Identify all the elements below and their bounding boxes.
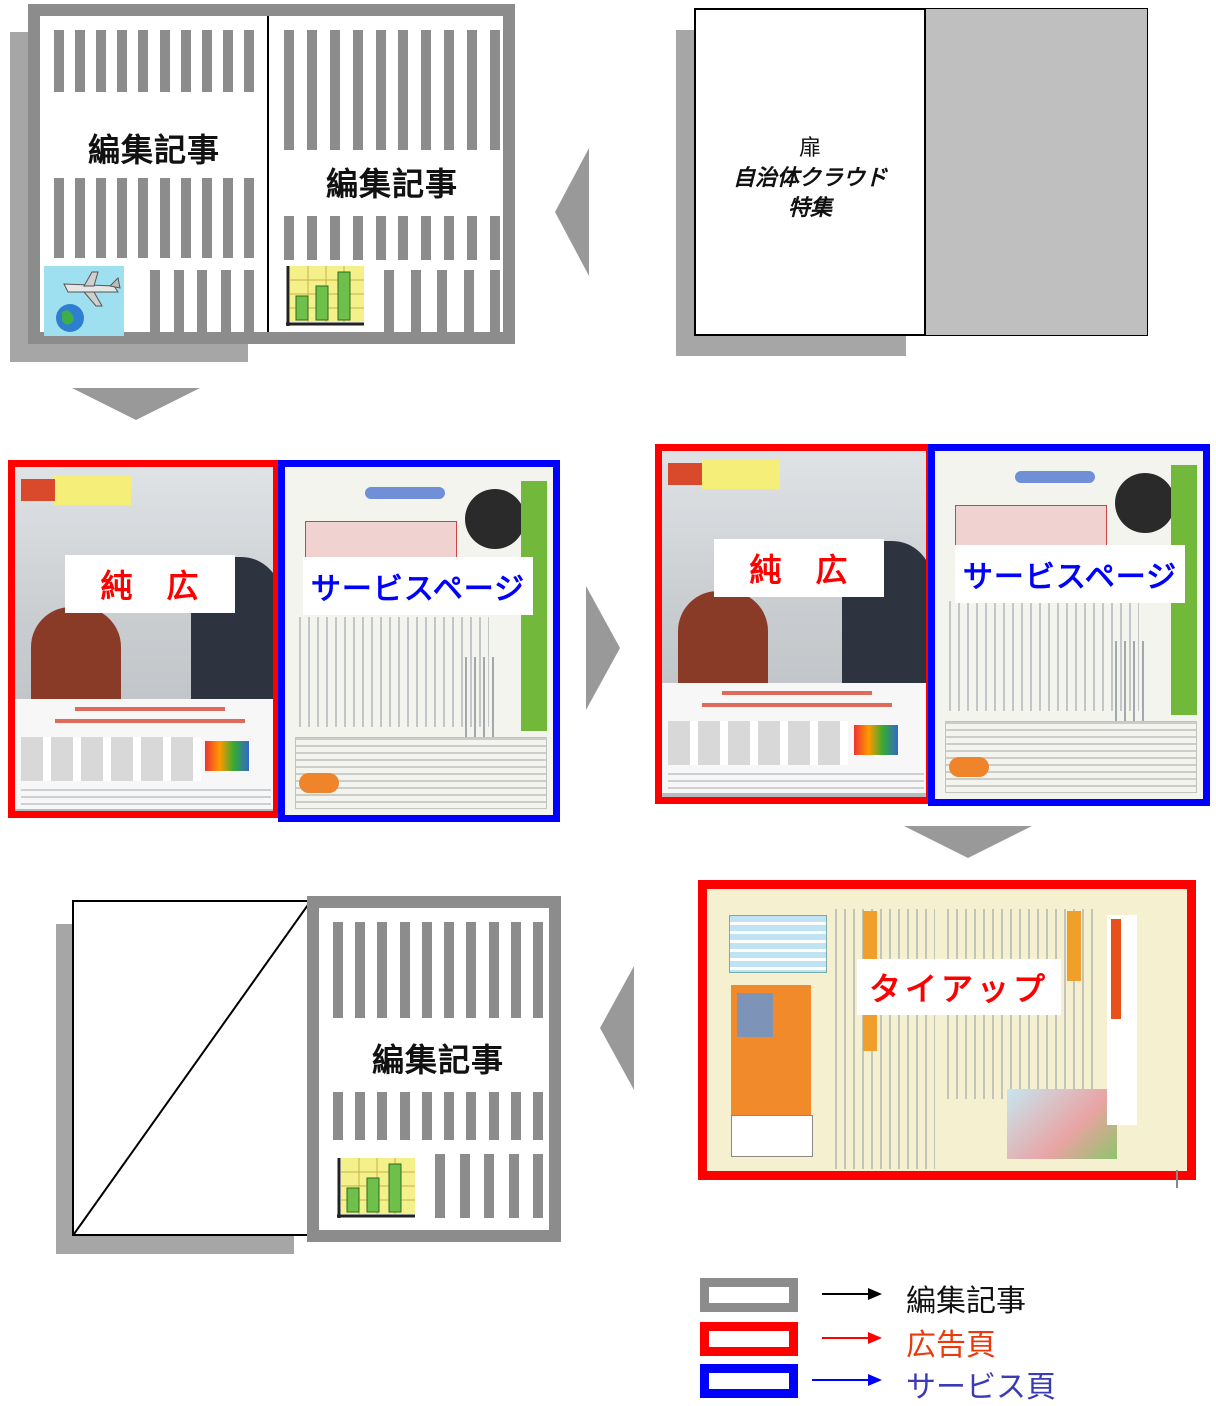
flow-arrow-left [600,966,634,1090]
flow-arrow-right [586,586,620,710]
service-orange-tag [949,757,989,777]
airplane-globe-icon [44,266,124,336]
blank-page [72,900,312,1236]
tobira-right-page [924,8,1148,336]
service-page: サービスページ [928,444,1210,806]
tobira-line3: 特集 [787,196,832,221]
ad-logo [205,741,249,771]
tobira-page: 扉 自治体クラウド 特集 [694,8,926,336]
service-header-pill [365,487,445,499]
ad-caption-red [702,703,892,707]
editorial-spread-top-left: 編集記事 編集記事 [28,4,515,344]
tieup-edge-line [1176,1170,1178,1188]
flow-arrow-down [904,826,1032,858]
service-badge [1115,473,1175,533]
editorial-page-bottom-left: 編集記事 [307,896,561,1242]
service-bottom-box [295,737,547,809]
pure-ad-label: 純 広 [714,539,884,597]
text-column-bars [384,270,500,334]
service-page-label: サービスページ [303,557,533,615]
legend-arrow-service [812,1374,882,1386]
service-page: サービスページ [278,460,560,822]
text-column-bars [54,30,254,92]
service-text-columns [949,601,1139,711]
text-column-bars [284,30,500,150]
ad-caption-red [55,719,245,723]
tieup-company-box [731,1115,813,1157]
legend-swatch-ad [700,1322,798,1356]
spread-divider [267,16,269,332]
tieup-orange-strip [1067,911,1081,981]
flow-arrow-down [72,388,200,420]
editorial-label: 編集記事 [333,1028,543,1088]
tieup-spread: タイアップ [698,880,1196,1180]
editorial-label: 編集記事 [284,152,500,212]
ad-caption-red [722,691,872,695]
ad-tag [21,479,55,501]
service-text-columns [1115,641,1151,721]
ad-caption-red [75,707,225,711]
ad-products [21,737,201,781]
blank-page-diagonal [74,902,310,1234]
tieup-title-strip [1111,919,1121,1019]
ad-footer-text [21,789,271,809]
service-orange-tag [299,773,339,793]
service-diagram [305,521,457,563]
legend-label-service: サービス頁 [906,1370,1056,1405]
legend-label-ad: 広告頁 [906,1328,996,1363]
tobira-line2: 自治体クラウド [732,166,887,191]
text-column-bars [333,922,543,1018]
service-badge [465,489,525,549]
text-column-bars [333,1092,543,1140]
service-page-label: サービスページ [955,545,1185,603]
tobira-line1: 扉 [798,136,821,161]
pure-ad-page: 純 広 [8,460,280,818]
legend-swatch-editorial [700,1278,798,1312]
text-column-bars [54,178,254,258]
tieup-map-illustration [1007,1089,1117,1159]
legend-arrow-editorial [822,1288,882,1300]
editorial-label: 編集記事 [44,120,264,176]
text-column-bars [284,216,500,260]
service-bottom-box [945,721,1197,793]
service-header-pill [1015,471,1095,483]
ad-tag [668,463,702,485]
bar-chart-icon [286,266,364,326]
ad-footer-text [668,773,924,793]
ad-logo [854,725,898,755]
legend-arrow-ad [822,1332,882,1344]
service-text-columns [465,657,501,737]
tieup-text-columns [835,909,935,1169]
tieup-photo [737,993,773,1037]
tieup-screenshot [729,915,827,973]
tieup-label: タイアップ [857,959,1061,1015]
pure-ad-label: 純 広 [65,555,235,613]
text-column-bars [150,270,254,334]
legend-swatch-service [700,1364,798,1398]
ad-sticky-note [702,459,780,489]
bar-chart-icon [337,1158,415,1218]
service-text-columns [299,617,489,727]
pure-ad-page: 純 広 [655,444,933,804]
flow-arrow-left [555,148,589,276]
service-diagram [955,505,1107,547]
ad-products [668,721,848,765]
legend-label-editorial: 編集記事 [906,1284,1026,1319]
text-column-bars [435,1154,543,1218]
ad-sticky-note [53,475,131,505]
